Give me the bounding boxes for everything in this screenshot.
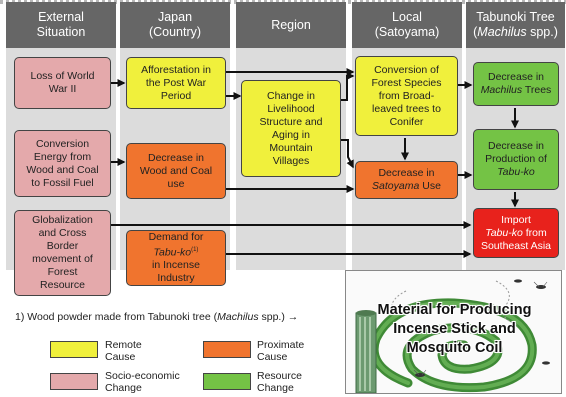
box-import-text: Import Tabu-ko from Southeast Asia (480, 213, 552, 252)
box-decrease-machilus-trees: Decrease in Machilus Trees (473, 62, 559, 106)
legend-label-remote: Remote Cause (105, 339, 142, 363)
arrow-livelihood-to-conversion (341, 72, 355, 101)
box-decrease-satoyama-text: Decrease in Satoyama Use (372, 167, 441, 192)
photo-caption: Material for Producing Incense Stick and… (377, 302, 532, 356)
legend-label-resource: Resource Change (257, 370, 302, 394)
legend-swatch-socio (50, 373, 98, 390)
box-loss-of-world-war-ii: Loss of World War II (14, 57, 111, 109)
box-afforestation: Afforestation in the Post War Period (126, 57, 226, 109)
column-header-tree: Tabunoki Tree (Machilus spp.) (466, 2, 565, 48)
legend-label-proximate: Proximate Cause (257, 339, 305, 363)
box-globalization: Globalization and Cross Border movement … (14, 210, 111, 296)
column-header-region: Region (236, 2, 346, 48)
box-decrease-wood-coal: Decrease in Wood and Coal use (126, 143, 226, 199)
box-demand-tabu-ko: Demand for Tabu-ko(1) in Incense Industr… (126, 230, 226, 286)
column-header-external: External Situation (6, 2, 116, 48)
incense-mosquito-coil-photo: Material for Producing Incense Stick and… (345, 270, 562, 394)
box-demand-tabu-ko-text: Demand for Tabu-ko(1) in Incense Industr… (148, 230, 204, 285)
box-import-tabu-ko: Import Tabu-ko from Southeast Asia (473, 208, 559, 258)
legend-swatch-proximate (203, 341, 251, 358)
box-conversion-forest-species: Conversion of Forest Species from Broad-… (355, 56, 458, 136)
column-header-japan: Japan (Country) (120, 2, 230, 48)
box-livelihood-change: Change in Livelihood Structure and Aging… (241, 80, 341, 177)
box-decrease-production-text: Decrease in Production of Tabu-ko (485, 140, 547, 178)
box-decrease-production: Decrease in Production of Tabu-ko (473, 129, 559, 190)
box-decrease-satoyama-use: Decrease in Satoyama Use (355, 161, 458, 199)
column-header-local: Local (Satoyama) (352, 2, 462, 48)
box-conversion-energy: Conversion Energy from Wood and Coal to … (14, 130, 111, 197)
box-decrease-machilus-text: Decrease in Machilus Trees (480, 71, 552, 96)
arrow-livelihood-to-satoyama (341, 139, 354, 169)
mosquito-coil-illustration (355, 279, 550, 393)
legend-swatch-remote (50, 341, 98, 358)
footnote: 1) Wood powder made from Tabunoki tree (… (15, 311, 299, 323)
legend-label-socio: Socio-economic Change (105, 370, 180, 394)
column-header-tree-label: Tabunoki Tree (Machilus spp.) (473, 10, 558, 39)
legend-swatch-resource (203, 373, 251, 390)
